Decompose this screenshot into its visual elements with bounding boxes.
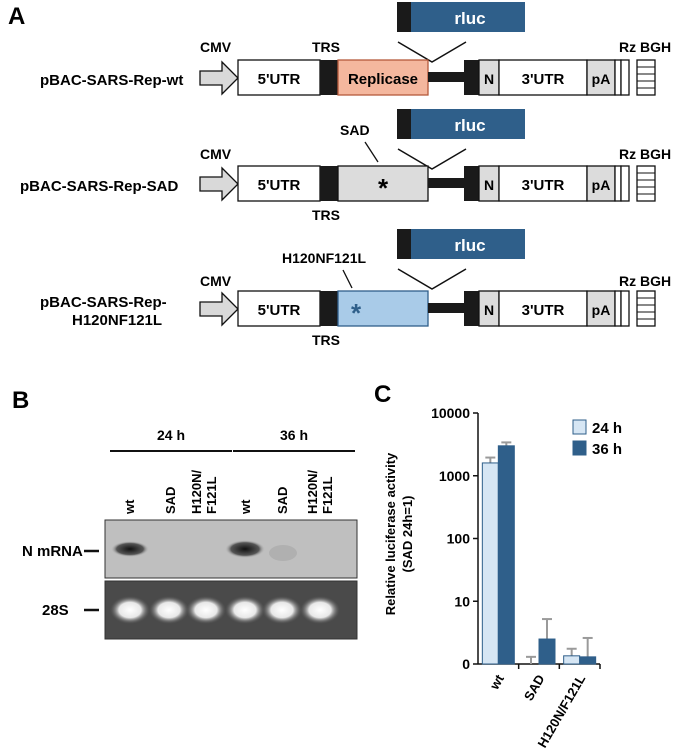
rz-label: Rz [619,39,636,55]
bgh-label: BGH [640,39,671,55]
bar-24h-H120N/F121L [563,655,581,665]
legend-swatch [572,440,587,456]
y-axis-title-line2: (SAD 24h=1) [400,496,415,573]
n-mrna-band-sad-36h [269,545,297,561]
28s-band [300,596,340,624]
trs-label: TRS [312,332,340,348]
mutation-star: * [351,298,362,328]
lane-label: wt [122,499,137,515]
lane-label: H120N/ [189,470,204,514]
mutation-label: SAD [340,122,370,138]
28s-band [262,596,302,624]
bar-36h-SAD [538,638,556,665]
n-label: N [484,302,494,318]
panel-c-chart: C Relative luciferase activity (SAD 24h=… [374,381,622,750]
y-tick-label: 0 [462,656,470,672]
utr3-label: 3'UTR [522,177,565,194]
rluc-insert-box [397,2,525,32]
utr3-label: 3'UTR [522,71,565,88]
lane-label: F121L [320,476,335,514]
panel-b-letter: B [12,387,29,414]
panel-c-letter: C [374,381,391,408]
sad-replicase-box [337,165,429,202]
y-tick-label: 100 [447,531,471,547]
replicase-label: Replicase [348,71,418,88]
lane-label: F121L [204,476,219,514]
y-axis-title-line1: Relative luciferase activity [383,452,398,615]
x-tick-label: SAD [521,672,548,703]
utr3-label: 3'UTR [522,302,565,319]
trs-label: TRS [312,207,340,223]
construct-name-line2: H120NF121L [72,312,162,329]
bgh-label: BGH [640,146,671,162]
legend-swatch [572,419,587,435]
28s-band [110,596,150,624]
construct-name: pBAC-SARS-Rep-wt [40,72,183,89]
lane-label: wt [238,499,253,515]
cmv-promoter-arrow [199,60,239,96]
utr5-label: 5'UTR [258,177,301,194]
construct-h120nf121l: rluc H120NF121L CMV Rz BGH pBAC-SARS-Rep… [40,229,671,348]
mutation-label: H120NF121L [282,250,366,266]
legend-label: 36 h [592,441,622,458]
28s-band [225,596,265,624]
panel-a-letter: A [8,3,25,30]
y-axis-title: Relative luciferase activity (SAD 24h=1) [383,452,415,615]
y-tick-label: 10000 [431,405,470,421]
lane-label: SAD [163,487,178,514]
utr5-label: 5'UTR [258,71,301,88]
row-label-n-mrna: N mRNA [22,543,83,560]
utr5-label: 5'UTR [258,302,301,319]
28s-band [149,596,189,624]
rluc-label: rluc [454,9,485,28]
panel-b-northern-blot: B 24 h 36 h wt SAD H120N/ F121L wt SAD H… [12,387,358,640]
n-label: N [484,71,494,87]
bar-36h-H120N/F121L [579,656,597,665]
rz-label: Rz [619,146,636,162]
time-label-24h: 24 h [157,427,185,443]
lane-labels: wt SAD H120N/ F121L wt SAD H120N/ F121L [122,470,335,515]
pa-label: pA [592,177,611,193]
pa-label: pA [592,302,611,318]
rluc-label: rluc [454,236,485,255]
row-label-28s: 28S [42,602,69,619]
pa-label: pA [592,71,611,87]
mutation-star: * [378,173,389,203]
panel-a-diagram: A rluc CMV TRS Rz BGH pBAC-SARS-Rep-wt 5… [8,2,671,348]
replicase-box [337,59,429,96]
bar-24h-wt [481,462,499,665]
cmv-label: CMV [200,39,232,55]
bgh-label: BGH [640,273,671,289]
construct-wt: rluc CMV TRS Rz BGH pBAC-SARS-Rep-wt 5'U… [40,2,671,96]
rz-label: Rz [619,273,636,289]
n-label: N [484,177,494,193]
legend-label: 24 h [592,420,622,437]
mutant-replicase-box [337,290,429,327]
y-tick-label: 10 [454,593,470,609]
n-mrna-band-wt-36h [225,540,265,558]
construct-name-line1: pBAC-SARS-Rep- [40,294,167,311]
n-mrna-band-wt-24h [111,541,149,557]
28s-band [186,596,226,624]
cmv-label: CMV [200,146,232,162]
lane-label: SAD [275,487,290,514]
construct-sad: rluc SAD CMV Rz BGH pBAC-SARS-Rep-SAD 5'… [20,109,671,223]
y-tick-label: 1000 [439,468,470,484]
time-label-36h: 36 h [280,427,308,443]
trs-box [320,60,338,95]
rluc-label: rluc [454,116,485,135]
lane-label: H120N/ [305,470,320,514]
construct-name: pBAC-SARS-Rep-SAD [20,178,178,195]
trs-label: TRS [312,39,340,55]
bar-36h-wt [497,445,515,665]
cmv-label: CMV [200,273,232,289]
x-tick-label: wt [486,671,507,692]
